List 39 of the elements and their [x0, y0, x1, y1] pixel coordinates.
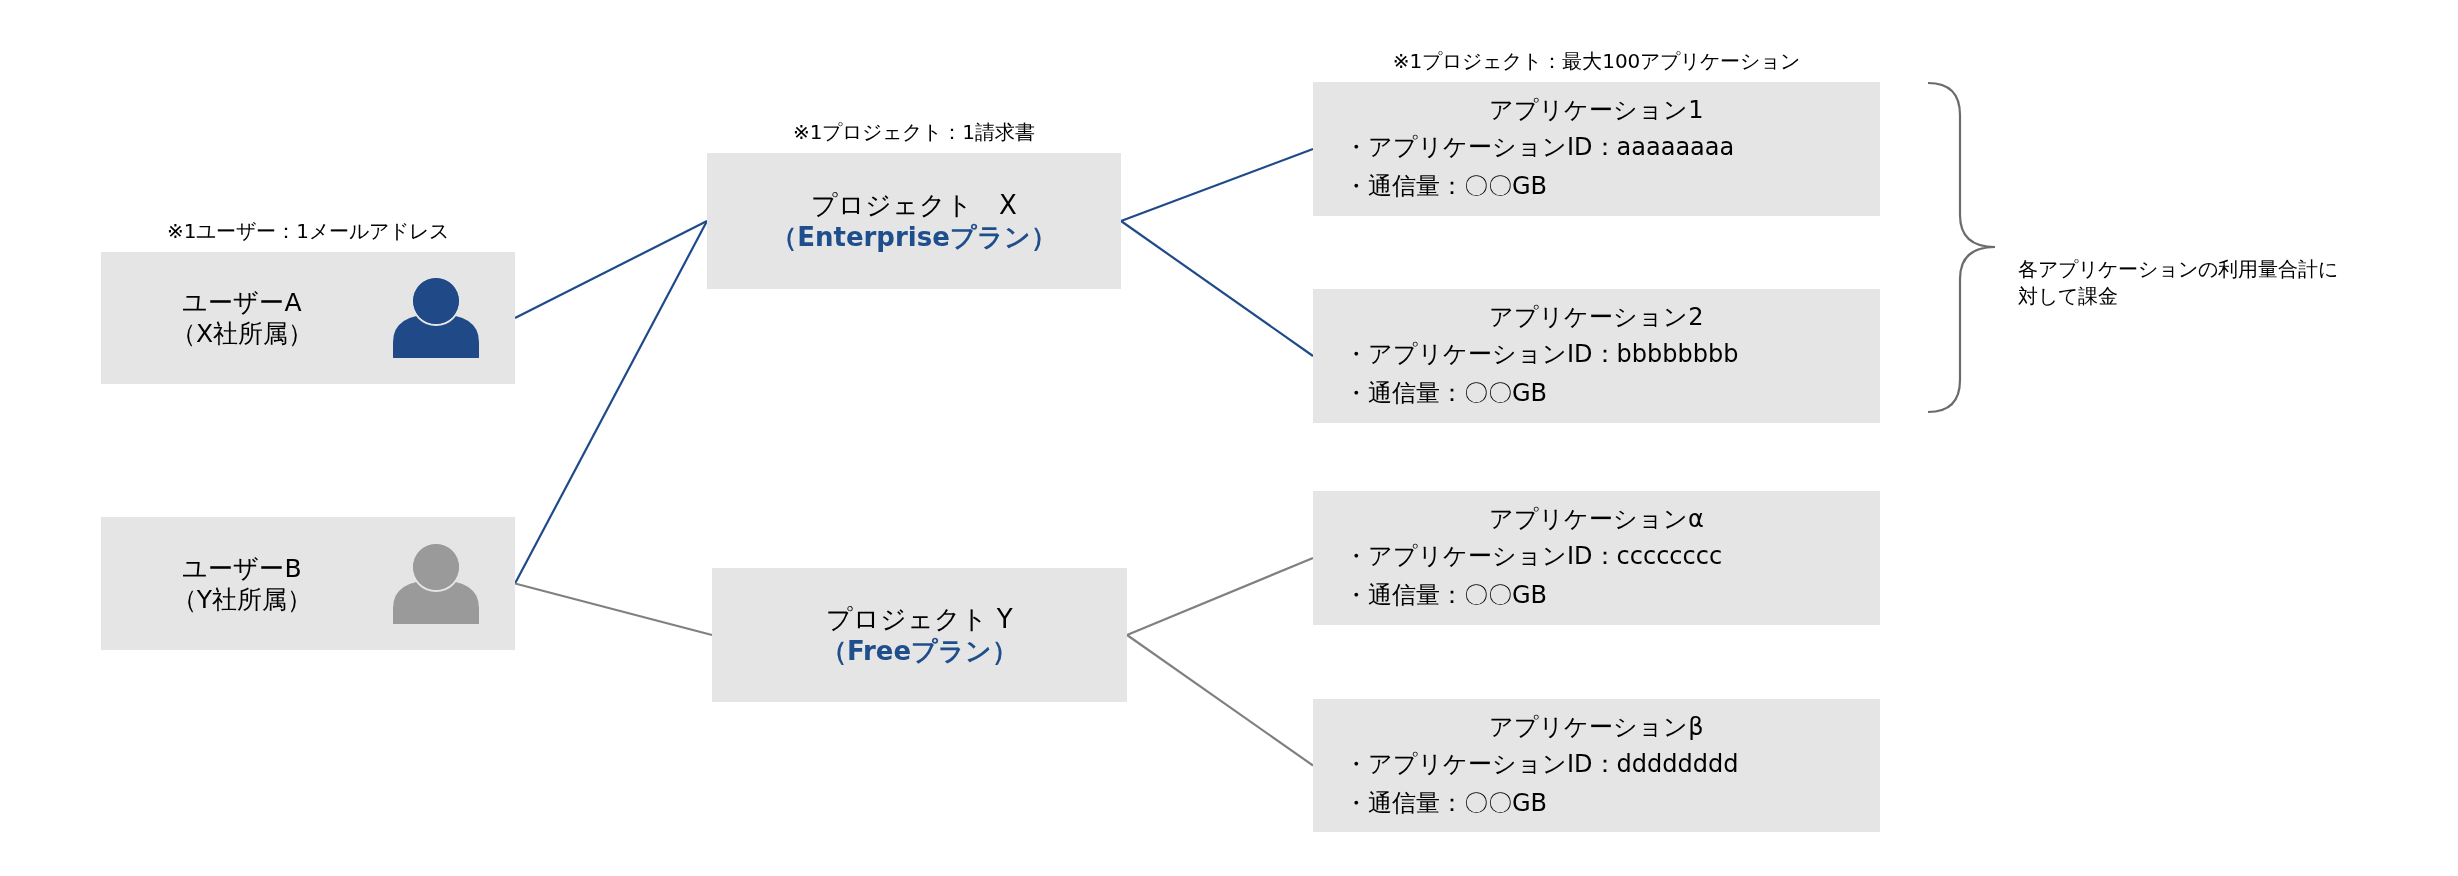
- user-box: [101, 517, 515, 650]
- application-box: [1313, 289, 1880, 423]
- app-detail: ・アプリケーションID：cccccccc: [1344, 541, 1723, 572]
- app-name: アプリケーションα: [1489, 504, 1704, 535]
- connector-line: [1126, 634, 1314, 767]
- user-name: ユーザーB: [182, 552, 302, 584]
- connector-line: [514, 220, 708, 584]
- app-detail: ・アプリケーションID：bbbbbbbb: [1344, 339, 1739, 370]
- affiliation-label: （Y社所属）: [171, 583, 313, 615]
- affiliation-label: （X社所属）: [170, 318, 314, 349]
- billing-note: 各アプリケーションの利用量合計に対して課金: [2018, 256, 2339, 310]
- app-detail: ・通信量：〇〇GB: [1344, 787, 1548, 819]
- application-box: [1313, 82, 1880, 216]
- app-name: アプリケーションβ: [1489, 711, 1704, 743]
- project-box: [707, 153, 1121, 289]
- app-name: アプリケーション1: [1489, 95, 1704, 126]
- app-detail: ・通信量：〇〇GB: [1344, 580, 1548, 611]
- user-box: [101, 252, 515, 384]
- plan-name: （Enterpriseプラン）: [771, 221, 1057, 253]
- connector-line: [1120, 147, 1314, 223]
- application-box: [1313, 491, 1880, 625]
- app-detail: ・アプリケーションID：aaaaaaaa: [1344, 132, 1735, 163]
- user-name: ユーザーA: [182, 287, 302, 318]
- project-name: プロジェクト Y: [826, 603, 1013, 635]
- project-name: プロジェクト X: [811, 189, 1017, 221]
- app-name: アプリケーション2: [1489, 302, 1704, 333]
- application-box: [1313, 699, 1880, 832]
- app-detail: ・アプリケーションID：dddddddd: [1344, 748, 1739, 780]
- note-text: ※1ユーザー：1メールアドレス: [166, 218, 450, 244]
- connector-line: [1126, 557, 1314, 636]
- plan-name: （Freeプラン）: [820, 635, 1019, 667]
- app-detail: ・通信量：〇〇GB: [1344, 171, 1548, 202]
- connector-line: [514, 582, 713, 637]
- connector-line: [514, 220, 708, 319]
- note-text: ※1プロジェクト：最大100アプリケーション: [1392, 48, 1801, 74]
- app-detail: ・通信量：〇〇GB: [1344, 378, 1548, 409]
- connector-line: [1120, 220, 1314, 357]
- note-text: ※1プロジェクト：1請求書: [792, 119, 1036, 145]
- project-box: [712, 568, 1127, 702]
